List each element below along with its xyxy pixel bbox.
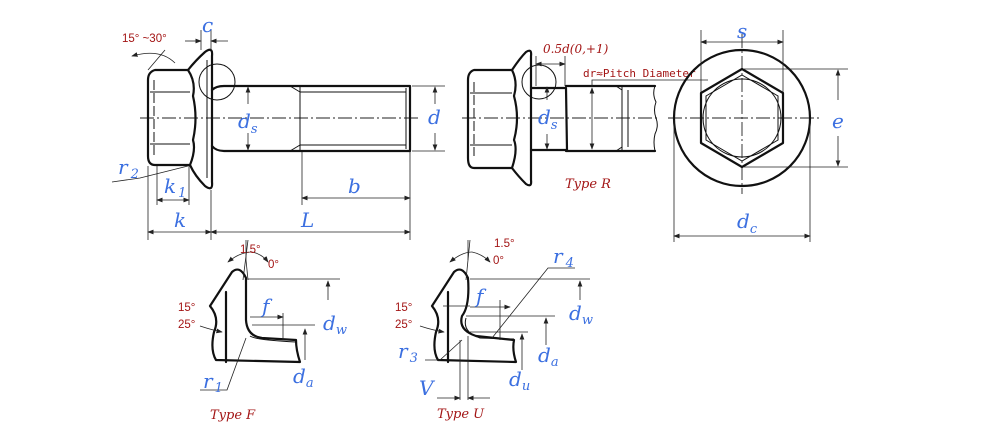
dc-label: dc (737, 209, 758, 237)
d-label: d (428, 105, 441, 129)
type-f-dw-label: dw (323, 311, 347, 338)
type-u-dw-label: dw (569, 301, 593, 328)
type-f-angle-zero: 0° (268, 259, 279, 271)
type-u-du-label: du (509, 367, 530, 394)
type-u-V-label: V (419, 376, 436, 400)
type-r-ds-label: ds (538, 105, 558, 133)
top-view: s e dc (668, 19, 848, 242)
type-u-angle-zero: 0° (493, 255, 504, 267)
type-f-da-label: da (293, 364, 314, 391)
type-r-view: 0.5d(0,+1) dr≈Pitch Diameter ds Type R (462, 42, 708, 192)
type-u-angle-15: 15° (395, 302, 412, 314)
type-u-caption: Type U (437, 407, 485, 422)
b-label: b (348, 174, 361, 198)
neck-length-label: 0.5d(0,+1) (543, 42, 609, 56)
type-f-angle-top: 1.5° (240, 244, 261, 256)
e-label: e (832, 109, 844, 133)
type-u-da-label: da (538, 343, 559, 370)
type-u-f-label: f (474, 284, 487, 308)
dr-note: dr≈Pitch Diameter (583, 67, 696, 80)
type-f-angle-15: 15° (178, 302, 195, 314)
type-f-angle-25: 25° (178, 319, 195, 331)
type-f-f-label: f (260, 294, 273, 318)
type-u-angle-25: 25° (395, 319, 412, 331)
s-label: s (737, 19, 747, 43)
type-u-angle-top: 1.5° (494, 238, 515, 250)
angle-label: 15° ~30° (122, 33, 167, 45)
ds-label: ds (238, 109, 258, 137)
type-f-caption: Type F (210, 408, 256, 423)
type-r-caption: Type R (565, 177, 611, 192)
k-label: k (174, 208, 186, 232)
c-label: c (202, 13, 213, 37)
L-label: L (300, 208, 314, 232)
